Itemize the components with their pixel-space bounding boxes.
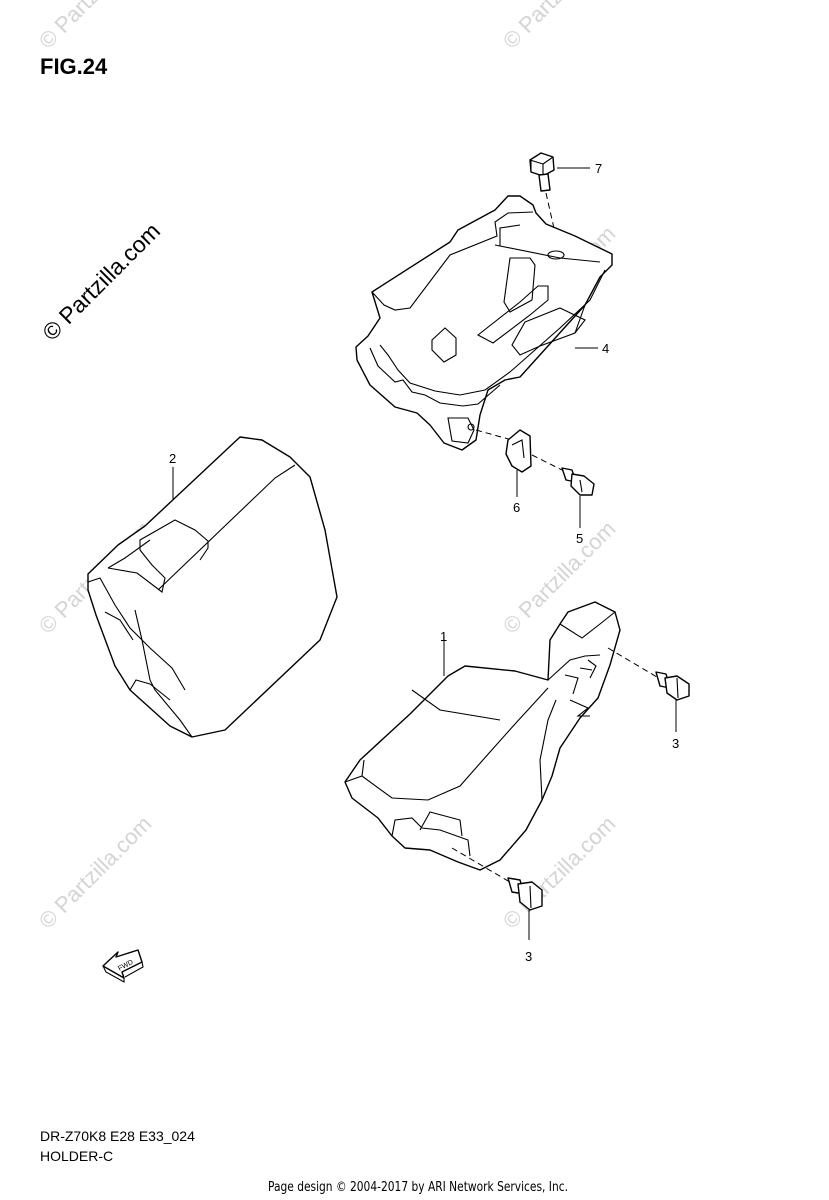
callout-2: 2 (169, 451, 176, 466)
callout-1: 1 (440, 629, 447, 644)
part-5-bolt: 5 (531, 454, 595, 546)
part-1-right-cover: 1 (344, 601, 621, 871)
part-4-holder-tray: 4 (355, 195, 613, 451)
part-3-bolt-lower: 3 (451, 847, 543, 964)
part-3-bolt-upper: 3 (607, 647, 690, 751)
callout-3-lower: 3 (525, 949, 532, 964)
model-code: DR-Z70K8 E28 E33_024 (40, 1128, 195, 1144)
page-credit: Page design © 2004-2017 by ARI Network S… (268, 1180, 568, 1195)
figure-label: FIG.24 (40, 54, 108, 79)
part-6-clip-nut: 6 (505, 429, 532, 515)
watermark-faint: © Partzilla.com (34, 0, 157, 54)
callout-7: 7 (595, 161, 602, 176)
part-7-bolt: 7 (529, 152, 602, 256)
section-name: HOLDER-C (40, 1148, 114, 1164)
watermark-main: © Partzilla.com (37, 218, 165, 346)
callout-3-upper: 3 (672, 736, 679, 751)
callout-6: 6 (513, 500, 520, 515)
callout-5: 5 (576, 531, 583, 546)
part-2-left-cover: 2 (87, 436, 338, 738)
callout-4: 4 (602, 341, 609, 356)
fwd-arrow-icon: FWD (102, 949, 144, 983)
watermark-faint: © Partzilla.com (498, 0, 621, 54)
watermark-faint: © Partzilla.com (34, 811, 157, 934)
